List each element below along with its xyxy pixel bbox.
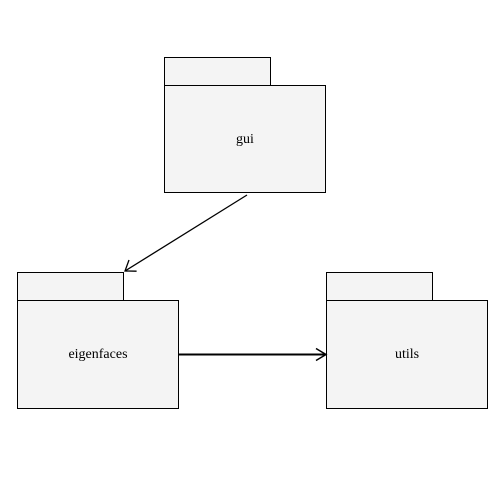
- package-gui-tab: [164, 57, 271, 86]
- dependency-gui-to-eigenfaces: [124, 194, 248, 272]
- package-utils[interactable]: utils: [326, 272, 488, 409]
- package-utils-label: utils: [395, 347, 419, 362]
- package-utils-tab: [326, 272, 433, 301]
- package-eigenfaces-label: eigenfaces: [68, 347, 127, 362]
- package-eigenfaces-tab: [17, 272, 124, 301]
- package-eigenfaces-body: [17, 300, 179, 409]
- arrowhead-icon: [124, 259, 137, 272]
- package-utils-body: [326, 300, 488, 409]
- dependency-line: [124, 194, 248, 272]
- arrowhead-icon: [315, 347, 328, 362]
- package-gui-label: gui: [236, 132, 254, 147]
- package-eigenfaces[interactable]: eigenfaces: [17, 272, 179, 409]
- dependency-eigenfaces-to-utils: [179, 347, 328, 362]
- package-gui-body: [164, 85, 326, 193]
- package-gui[interactable]: gui: [164, 57, 326, 193]
